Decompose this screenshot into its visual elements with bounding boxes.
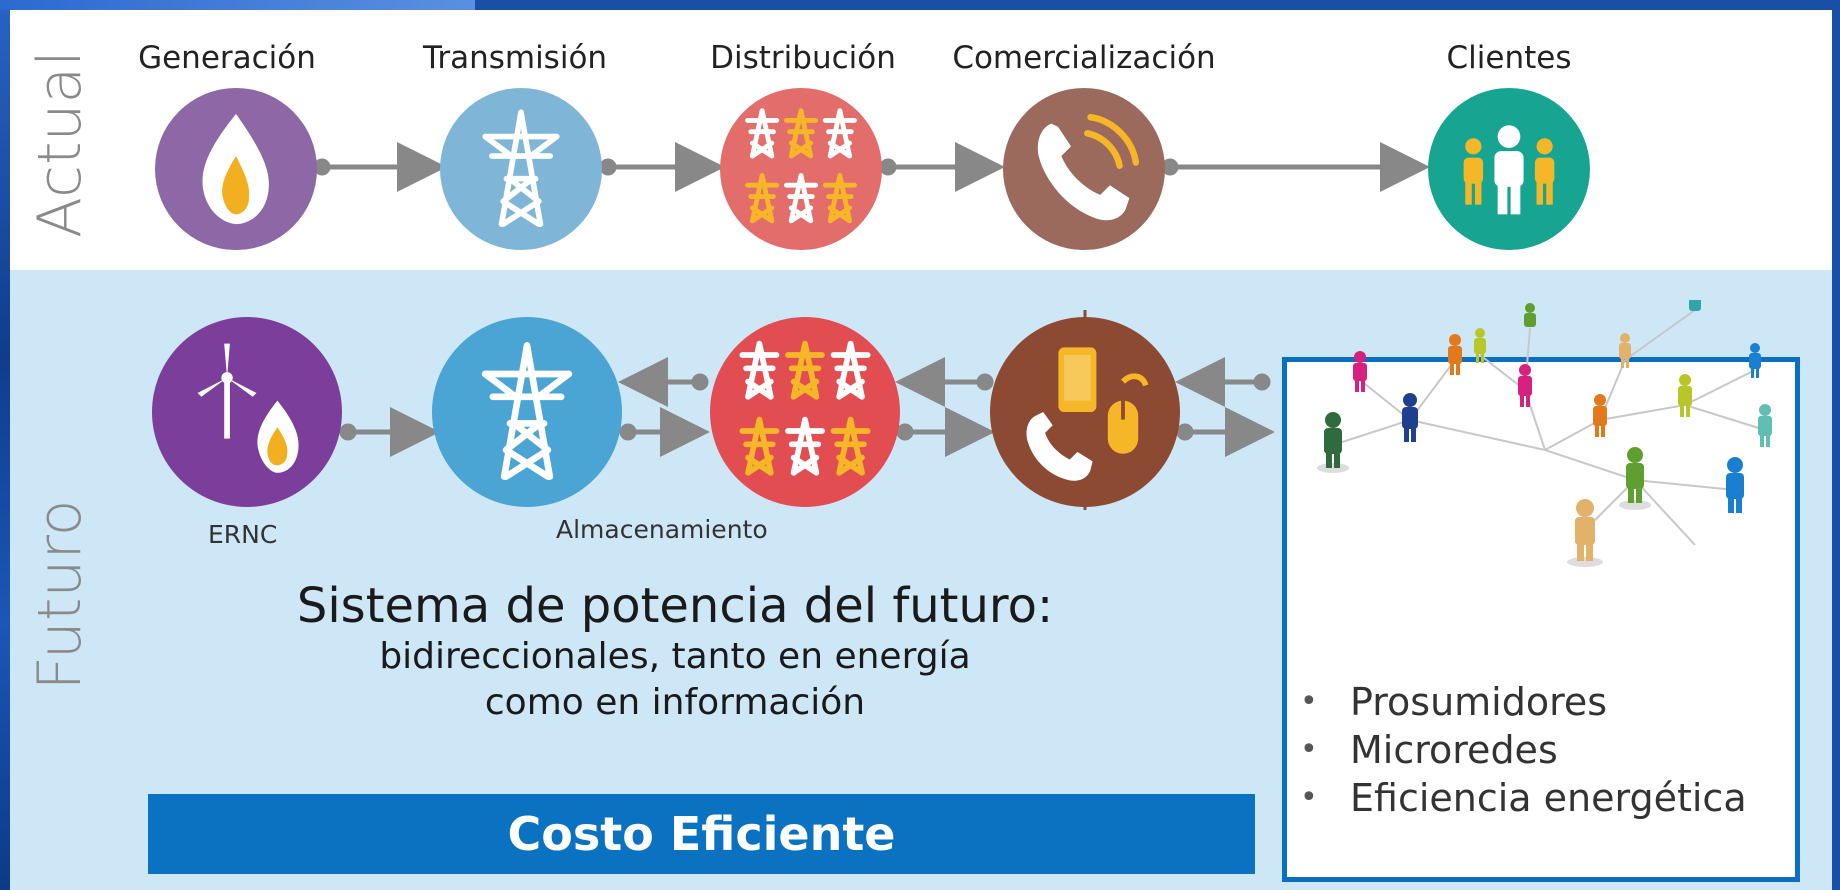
list-item: Microredes (1300, 726, 1747, 774)
almacenamiento-circle (432, 317, 622, 507)
comercializacion-future-circle (990, 317, 1180, 507)
slide-edge-right (1832, 0, 1840, 890)
headline-line-2: bidireccionales, tanto en energía (379, 636, 971, 677)
headline: Sistema de potencia del futuro: bidirecc… (200, 578, 1150, 726)
towers-grid-icon (720, 88, 882, 250)
comercializacion-circle (1003, 88, 1165, 250)
ernc-label: ERNC (208, 520, 278, 549)
people-network-image (1317, 300, 1772, 567)
almacenamiento-label: Almacenamiento (556, 515, 768, 544)
network-people (1317, 300, 1772, 567)
benefits-list: Prosumidores Microredes Eficiencia energ… (1300, 678, 1747, 822)
cost-efficient-banner: Costo Eficiente (148, 794, 1255, 874)
future-arrows (339, 357, 1275, 457)
tower-icon (440, 88, 602, 250)
distribucion-future-circle (710, 317, 900, 507)
step-label-distribucion: Distribución (710, 40, 896, 76)
clientes-circle (1428, 88, 1590, 250)
slide-edge-left (0, 0, 10, 890)
people-icon (1428, 88, 1590, 250)
transmision-circle (440, 88, 602, 250)
list-item: Eficiencia energética (1300, 774, 1747, 822)
towers-grid-icon (710, 317, 900, 507)
slide-edge-top (0, 0, 475, 10)
ernc-circle (152, 317, 342, 507)
tower-icon (432, 317, 622, 507)
phone-mouse-icon (990, 317, 1180, 507)
generacion-circle (155, 88, 317, 250)
wind-flame-icon (152, 317, 342, 507)
step-label-clientes: Clientes (1446, 40, 1572, 76)
headline-line-3: como en información (484, 682, 866, 723)
step-label-transmision: Transmisión (422, 40, 608, 76)
distribucion-circle (720, 88, 882, 250)
list-item: Prosumidores (1300, 678, 1747, 726)
step-label-comercializacion: Comercialización (952, 40, 1216, 76)
flame-icon (155, 88, 317, 250)
step-label-generacion: Generación (138, 40, 316, 76)
headline-title: Sistema de potencia del futuro: (296, 578, 1054, 634)
phone-icon (1003, 88, 1165, 250)
